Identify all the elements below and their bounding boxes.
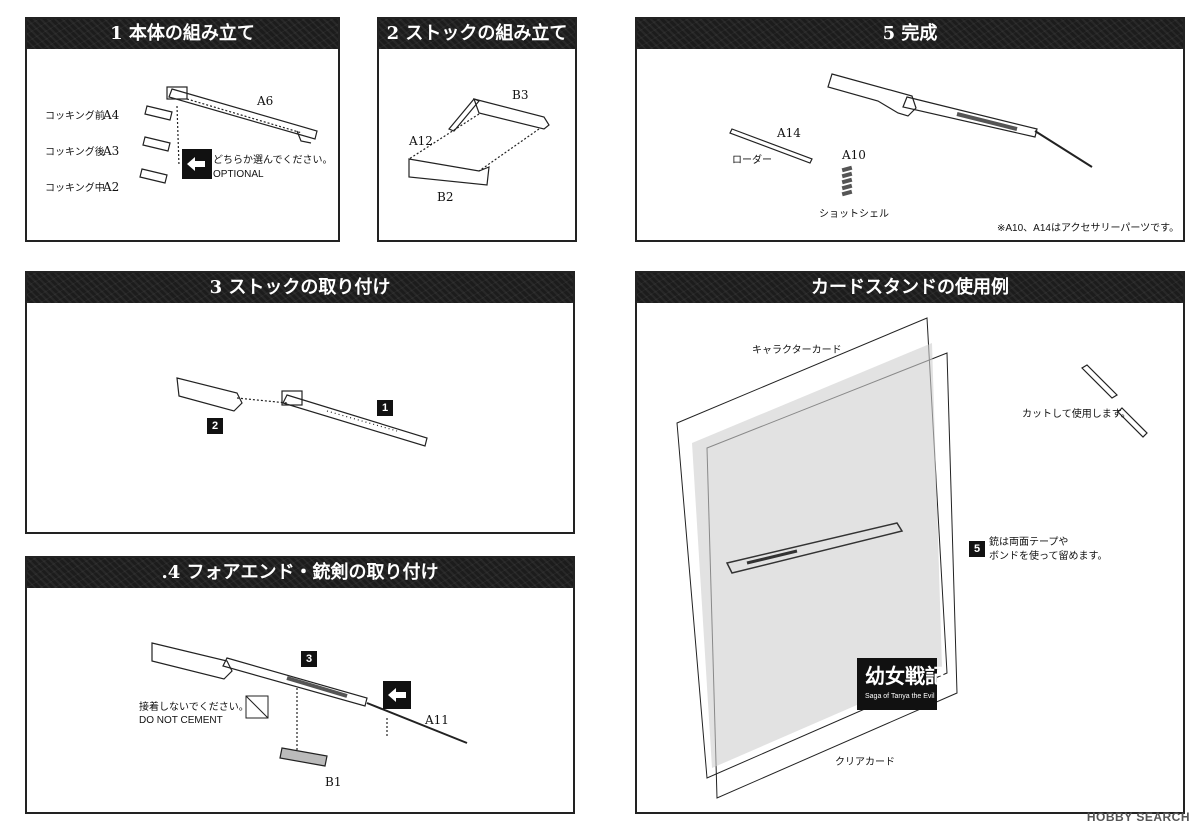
step1-panel: 1 本体の組み立て A6 コッキング前 A4 コッキング後 A3 コッキング中 …: [25, 17, 340, 242]
step3-title: 3 ストックの取り付け: [27, 273, 573, 303]
choose-text: どちらか選んでください。: [213, 155, 333, 166]
part-a2: A2: [103, 180, 120, 194]
step5-completed-gun: [729, 73, 1093, 197]
step4-title: .4 フォアエンド・銃剣の取り付け: [27, 558, 573, 588]
step5-title: 5 完成: [637, 19, 1183, 49]
step3-panel: 3 ストックの取り付け 1 2: [25, 271, 575, 534]
character-card-label: キャラクターカード: [752, 345, 842, 356]
step4-gun-bayonet: [151, 642, 468, 767]
cocking-after-label: コッキング後: [45, 147, 105, 158]
part-b2: B2: [437, 190, 454, 204]
cocking-middle-label: コッキング中: [45, 183, 105, 194]
badge-5: 5: [969, 541, 985, 557]
step3-gun-assembly: [176, 377, 428, 447]
shotshell-label: ショットシェル: [819, 209, 889, 220]
step4-panel: .4 フォアエンド・銃剣の取り付け 3 接着しないでください。 DO NOT C…: [25, 556, 575, 814]
stand-panel: カードスタンドの使用例 キャラクターカード カットして使用します。 5 銃は両面…: [635, 271, 1185, 814]
step2-title: 2 ストックの組み立て: [379, 19, 575, 49]
step2-stock-parts: [408, 98, 550, 186]
part-a3: A3: [103, 144, 120, 158]
no-cement-label: 接着しないでください。: [139, 702, 249, 713]
tape-note-1: 銃は両面テープや: [989, 537, 1069, 548]
badge-2: 2: [207, 418, 223, 434]
part-a6: A6: [257, 94, 274, 108]
badge-3: 3: [301, 651, 317, 667]
part-a14: A14: [777, 126, 801, 140]
optional-text: OPTIONAL: [213, 169, 264, 180]
part-a4: A4: [103, 108, 120, 122]
step1-gun-receiver: [139, 86, 318, 184]
logo-title: 幼女戦記: [865, 664, 945, 688]
stand-illustration: [676, 317, 1148, 799]
cut-use-label: カットして使用します。: [1022, 409, 1131, 420]
stand-title: カードスタンドの使用例: [637, 273, 1183, 303]
badge-1: 1: [377, 400, 393, 416]
tape-note-2: ボンドを使って留めます。: [989, 551, 1108, 562]
step1-title: 1 本体の組み立て: [27, 19, 338, 49]
accessory-note: ※A10、A14はアクセサリーパーツです。: [997, 223, 1180, 234]
step2-panel: 2 ストックの組み立て B3 A12 B2: [377, 17, 577, 242]
part-a12: A12: [409, 134, 433, 148]
no-cement-en-label: DO NOT CEMENT: [139, 715, 223, 726]
logo-subtitle: Saga of Tanya the Evil: [865, 693, 935, 700]
part-b3: B3: [512, 88, 529, 102]
loader-label: ローダー: [732, 155, 772, 166]
hobby-search-watermark: HOBBY SEARCH: [1086, 810, 1190, 824]
part-a10: A10: [842, 148, 866, 162]
part-a11: A11: [425, 713, 449, 727]
part-b1: B1: [325, 775, 342, 789]
cocking-before-label: コッキング前: [45, 111, 105, 122]
clear-card-label: クリアカード: [835, 757, 895, 768]
step5-panel: 5 完成 A14 ローダー A10 ショットシェル ※A10、A14はアクセサリ…: [635, 17, 1185, 242]
